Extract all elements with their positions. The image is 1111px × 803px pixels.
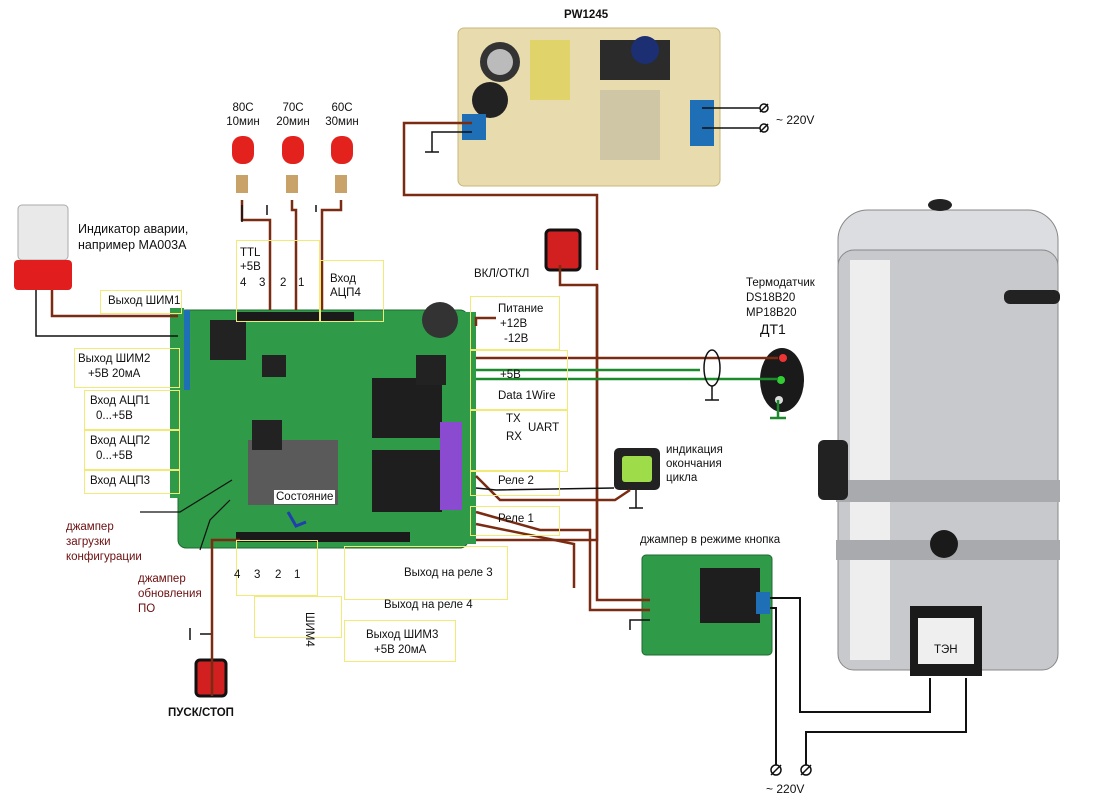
ttl-pin-4: 4 — [240, 277, 247, 289]
ttl-pin-3: 3 — [259, 277, 266, 289]
adc3-box — [84, 470, 180, 494]
power-minus12: -12В — [504, 333, 529, 345]
indicator-lamp — [614, 448, 660, 490]
pwm3-label-2: +5В 20мА — [374, 644, 427, 656]
wire-box — [470, 350, 568, 410]
uart-box — [470, 410, 568, 472]
adc4-label: Вход АЦП4 — [330, 273, 361, 299]
rx-label: RX — [506, 431, 522, 443]
relay1-box — [470, 506, 560, 536]
pwm4-box — [254, 596, 342, 638]
adc2-label-2: 0...+5В — [96, 450, 133, 462]
power-box — [470, 296, 560, 350]
ttl-title: TTL — [240, 247, 261, 259]
sensor-line3: MP18B20 — [746, 307, 797, 319]
led-60-temp: 60C — [331, 102, 353, 114]
psu-board — [457, 27, 721, 187]
controller-board — [170, 302, 476, 549]
sensor-name: ДТ1 — [760, 321, 786, 337]
update-jumper-2: обновления — [138, 588, 202, 600]
bottom-pin-3: 3 — [254, 569, 261, 581]
adc2-label-1: Вход АЦП2 — [90, 435, 151, 447]
led-80c — [232, 136, 254, 193]
pwm3-label-1: Выход ШИМ3 — [366, 629, 439, 641]
psu-mains-label: ~ 220V — [776, 113, 815, 127]
water-boiler — [818, 199, 1060, 671]
relay-module — [641, 554, 773, 656]
ttl-pin-2: 2 — [280, 277, 287, 289]
tx-label: TX — [506, 413, 521, 425]
adc2-box — [84, 430, 180, 470]
update-jumper-3: ПО — [138, 603, 156, 615]
alarm-label-2: например МА003А — [78, 238, 187, 252]
indicator-line2: окончания — [666, 458, 722, 470]
ttl-box — [236, 240, 320, 322]
relay3-box — [344, 546, 508, 600]
heater-label: ТЭН — [934, 644, 958, 656]
power-title: Питание — [498, 303, 544, 315]
bottom-pin-1: 1 — [294, 569, 301, 581]
pwm2-box — [74, 348, 180, 388]
pwm1-label: Выход ШИМ1 — [108, 295, 181, 307]
data-1wire-label: Data 1Wire — [498, 390, 556, 402]
relay1-label: Реле 1 — [498, 513, 534, 525]
relay-module-label: джампер в режиме кнопка — [640, 534, 781, 546]
v5-label: +5В — [500, 369, 521, 381]
config-jumper-3: конфигурации — [66, 551, 142, 563]
out-relay3-label: Выход на реле 3 — [404, 567, 493, 579]
led-60-time: 30мин — [325, 116, 359, 128]
pwm3-box — [344, 620, 456, 662]
led-80-temp: 80C — [232, 102, 254, 114]
mains-terminals — [759, 103, 812, 776]
adc3-label: Вход АЦП3 — [90, 475, 151, 487]
led-70-temp: 70C — [282, 102, 304, 114]
led-group — [232, 136, 353, 193]
led-80-time: 10мин — [226, 116, 260, 128]
led-70c — [282, 136, 304, 193]
bottom-pins-box — [236, 540, 318, 596]
pwm2-label-2: +5В 20мА — [88, 368, 141, 380]
adc1-box — [84, 390, 180, 430]
power-switch — [544, 228, 582, 272]
indicator-line1: индикация — [666, 444, 723, 456]
indicator-line3: цикла — [666, 472, 698, 484]
alarm-label-1: Индикатор аварии, — [78, 222, 189, 236]
power-plus12: +12В — [500, 318, 528, 330]
relay2-label: Реле 2 — [498, 475, 534, 487]
ttl-sub: +5В — [240, 261, 261, 273]
update-jumper-1: джампер — [138, 573, 186, 585]
out-relay4-label: Выход на реле 4 — [384, 599, 473, 611]
state-label: Состояние — [274, 490, 336, 504]
relay2-box — [470, 470, 560, 496]
led-70-time: 20мин — [276, 116, 310, 128]
adc1-label-1: Вход АЦП1 — [90, 395, 151, 407]
sensor-line2: DS18B20 — [746, 292, 796, 304]
config-jumper-1: джампер — [66, 521, 114, 533]
ttl-pin-1: 1 — [298, 277, 305, 289]
power-switch-label: ВКЛ/ОТКЛ — [474, 268, 530, 280]
alarm-siren — [14, 204, 72, 290]
heater-mains-label: ~ 220V — [766, 782, 805, 796]
adc4-box — [320, 260, 384, 322]
pwm4-label: ШИМ4 — [303, 612, 315, 647]
pwm1-box — [100, 290, 182, 314]
config-jumper-2: загрузки — [66, 536, 111, 548]
psu-title: PW1245 — [564, 9, 609, 21]
bottom-pin-2: 2 — [275, 569, 282, 581]
wires — [35, 107, 967, 765]
adc1-label-2: 0...+5В — [96, 410, 133, 422]
start-stop-label: ПУСК/СТОП — [168, 707, 234, 719]
sensor-line1: Термодатчик — [746, 277, 815, 289]
uart-label: UART — [528, 422, 560, 434]
bottom-pin-4: 4 — [234, 569, 241, 581]
heater-box — [910, 606, 982, 676]
led-60c — [331, 136, 353, 193]
pwm2-label-1: Выход ШИМ2 — [78, 353, 151, 365]
